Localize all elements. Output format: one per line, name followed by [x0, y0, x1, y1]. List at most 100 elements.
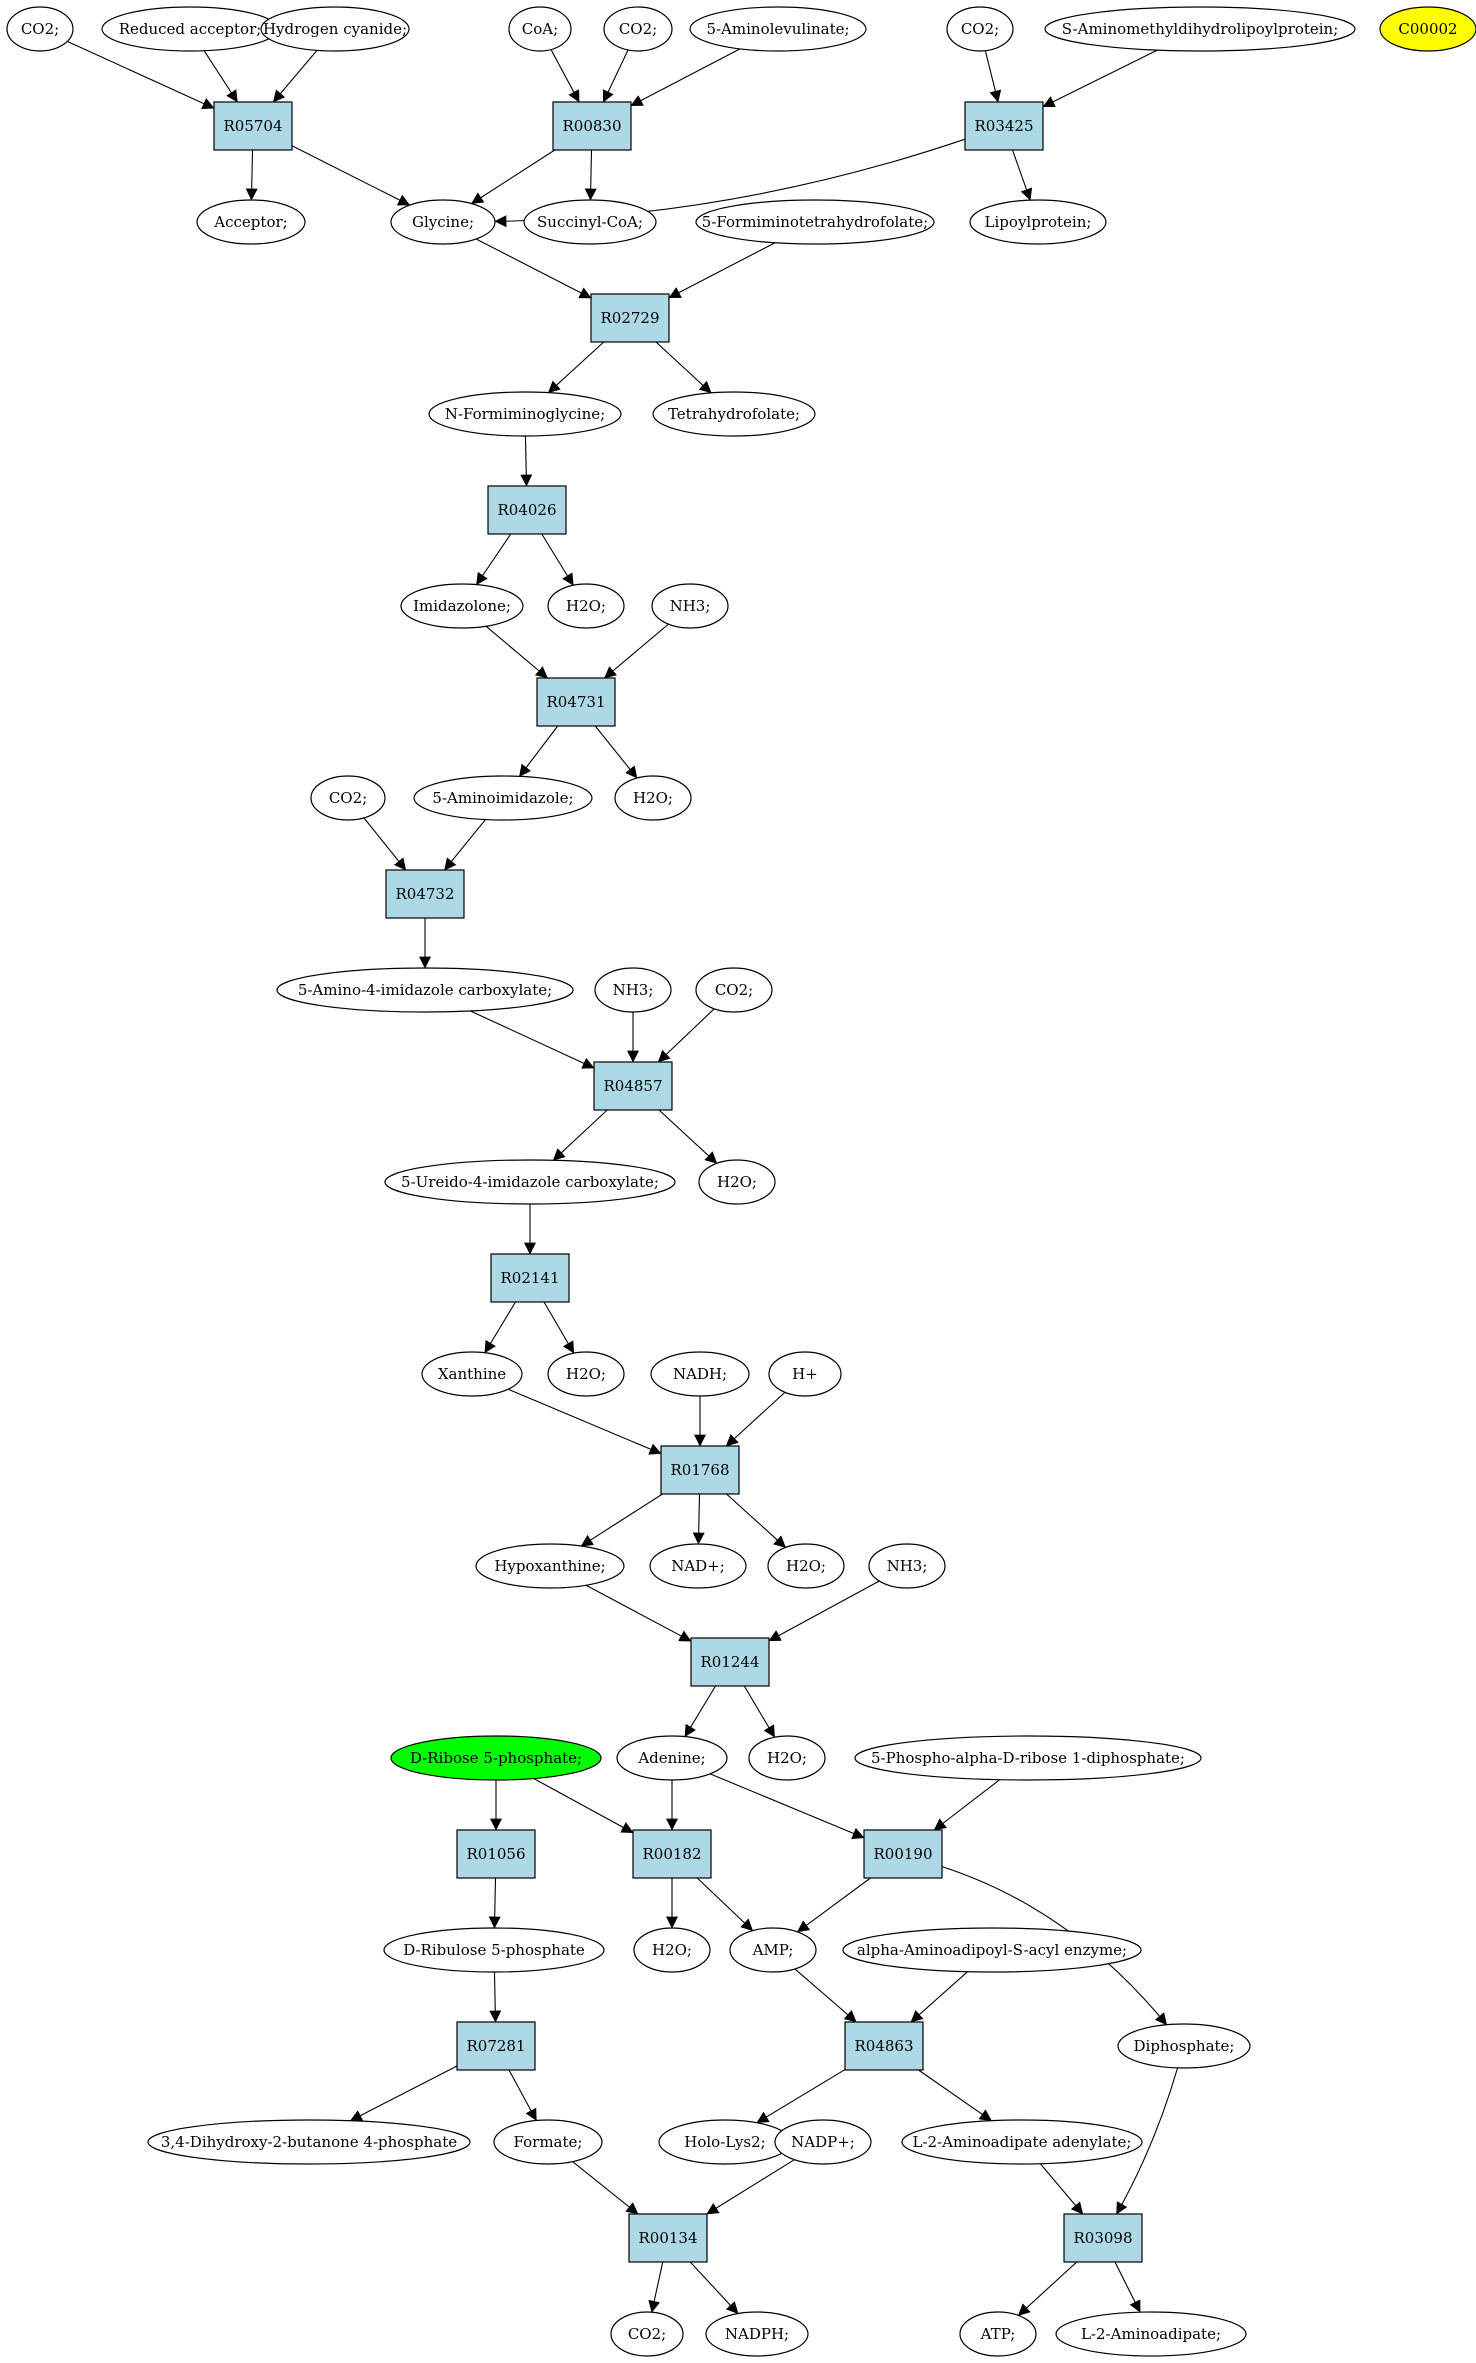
compound-node-nh3-b[interactable]: NH3; [594, 967, 672, 1013]
edge-R04026-to-h2o_a [541, 533, 574, 586]
compound-node-succoa[interactable]: Succinyl-CoA; [523, 199, 657, 245]
compound-ellipse [959, 2311, 1037, 2357]
reaction-node-r00830[interactable]: R00830 [552, 101, 632, 151]
node-label: D-Ribose 5-phosphate; [410, 1749, 582, 1767]
node-label: R03425 [974, 117, 1033, 135]
compound-node-atp[interactable]: ATP; [959, 2311, 1037, 2357]
compound-ellipse [610, 2311, 684, 2357]
reaction-node-r00182[interactable]: R00182 [632, 1829, 712, 1879]
compound-ellipse [651, 583, 729, 629]
compound-node-h2o-f[interactable]: H2O; [748, 1735, 826, 1781]
compound-node-imid[interactable]: Imidazolone; [400, 583, 524, 629]
compound-node-nadph[interactable]: NADPH; [705, 2311, 809, 2357]
reaction-box [385, 869, 465, 919]
compound-node-l2aa[interactable]: L-2-Aminoadipate; [1055, 2311, 1247, 2357]
compound-node-h2o-d[interactable]: H2O; [547, 1351, 625, 1397]
node-label: R04732 [395, 885, 454, 903]
compound-node-hcn[interactable]: Hydrogen cyanide; [260, 6, 410, 52]
compound-node-co2-f[interactable]: CO2; [610, 2311, 684, 2357]
compound-node-h2o-c[interactable]: H2O; [698, 1159, 776, 1205]
compound-node-formate[interactable]: Formate; [493, 2119, 603, 2165]
reaction-box [628, 2213, 708, 2263]
reaction-node-r02141[interactable]: R02141 [490, 1253, 570, 1303]
compound-node-fthf[interactable]: 5-Formiminotetrahydrofolate; [695, 199, 935, 245]
edge-R04731-to-aimid [519, 725, 559, 777]
reaction-node-r07281[interactable]: R07281 [456, 2021, 536, 2071]
compound-ellipse [1379, 6, 1476, 52]
compound-node-acceptor[interactable]: Acceptor; [196, 199, 306, 245]
compound-node-nadpp[interactable]: NADP+; [774, 2119, 872, 2165]
compound-ellipse [523, 199, 657, 245]
compound-node-diphos[interactable]: Diphosphate; [1117, 2023, 1251, 2069]
reaction-node-r03425[interactable]: R03425 [964, 101, 1044, 151]
compound-ellipse [698, 1159, 776, 1205]
compound-node-aimid[interactable]: 5-Aminoimidazole; [413, 775, 593, 821]
compound-node-hplus[interactable]: H+ [768, 1351, 842, 1397]
compound-node-lipoyl[interactable]: Lipoylprotein; [969, 199, 1107, 245]
compound-node-nfg[interactable]: N-Formiminoglycine; [428, 391, 622, 437]
compound-node-c00002[interactable]: C00002 [1379, 6, 1476, 52]
reaction-node-r01244[interactable]: R01244 [690, 1637, 770, 1687]
reaction-node-r04026[interactable]: R04026 [487, 485, 567, 535]
compound-node-nadp-ox[interactable]: NAD+; [649, 1543, 747, 1589]
compound-node-hololys[interactable]: Holo-Lys2; [658, 2119, 792, 2165]
compound-node-adenine[interactable]: Adenine; [616, 1735, 728, 1781]
compound-node-dhbp[interactable]: 3,4-Dihydroxy-2-butanone 4-phosphate [147, 2119, 471, 2165]
edge-R00830-to-succoa [584, 149, 597, 201]
compound-node-amp[interactable]: AMP; [729, 1927, 817, 1973]
compound-node-co2-d[interactable]: CO2; [310, 775, 386, 821]
edge-R04857-to-h2o_c [658, 1109, 718, 1164]
compound-node-r5p[interactable]: D-Ribose 5-phosphate; [390, 1735, 602, 1781]
compound-node-samdl[interactable]: S-Aminomethyldihydrolipoylprotein; [1044, 6, 1356, 52]
compound-ellipse [400, 583, 524, 629]
compound-node-uica[interactable]: 5-Ureido-4-imidazole carboxylate; [384, 1159, 676, 1205]
node-label: 5-Formiminotetrahydrofolate; [702, 213, 928, 231]
reaction-node-r00190[interactable]: R00190 [863, 1829, 943, 1879]
compound-node-co2-a[interactable]: CO2; [6, 6, 74, 52]
compound-node-prpp[interactable]: 5-Phospho-alpha-D-ribose 1-diphosphate; [854, 1735, 1202, 1781]
compound-node-co2-b[interactable]: CO2; [603, 6, 673, 52]
compound-node-h2o-a[interactable]: H2O; [547, 583, 625, 629]
compound-node-co2-c[interactable]: CO2; [946, 6, 1014, 52]
compound-node-aica[interactable]: 5-Amino-4-imidazole carboxylate; [276, 967, 574, 1013]
compound-node-nh3-a[interactable]: NH3; [651, 583, 729, 629]
compound-node-thf[interactable]: Tetrahydrofolate; [652, 391, 816, 437]
edge-imid-to-R04731 [485, 625, 548, 679]
compound-node-glycine[interactable]: Glycine; [390, 199, 496, 245]
reaction-node-r04863[interactable]: R04863 [844, 2021, 924, 2071]
compound-ellipse [616, 1735, 728, 1781]
reaction-node-r05704[interactable]: R05704 [213, 101, 293, 151]
compound-node-nh3-c[interactable]: NH3; [868, 1543, 946, 1589]
reaction-node-r03098[interactable]: R03098 [1063, 2213, 1143, 2263]
node-label: AMP; [752, 1941, 794, 1959]
reaction-box [552, 101, 632, 151]
compound-ellipse [842, 1927, 1142, 1973]
compound-node-xanthine[interactable]: Xanthine [421, 1351, 523, 1397]
reaction-node-r04857[interactable]: R04857 [593, 1061, 673, 1111]
compound-node-ala[interactable]: 5-Aminolevulinate; [689, 6, 867, 52]
compound-ellipse [413, 775, 593, 821]
edge-adenine-to-R00190 [709, 1773, 865, 1839]
compound-node-redacc[interactable]: Reduced acceptor; [101, 6, 279, 52]
reaction-node-r04732[interactable]: R04732 [385, 869, 465, 919]
compound-node-l2aade[interactable]: L-2-Aminoadipate adenylate; [901, 2119, 1143, 2165]
compound-node-nadh[interactable]: NADH; [650, 1351, 750, 1397]
compound-node-h2o-g[interactable]: H2O; [633, 1927, 711, 1973]
reaction-node-r04731[interactable]: R04731 [536, 677, 616, 727]
edge-R01244-to-h2o_f [743, 1685, 776, 1738]
compound-node-h2o-e[interactable]: H2O; [767, 1543, 845, 1589]
reaction-node-r01056[interactable]: R01056 [456, 1829, 536, 1879]
node-label: Imidazolone; [413, 597, 511, 615]
node-label: NH3; [613, 981, 654, 999]
reaction-node-r02729[interactable]: R02729 [590, 293, 670, 343]
reaction-node-r01768[interactable]: R01768 [660, 1445, 740, 1495]
compound-node-ru5p[interactable]: D-Ribulose 5-phosphate [383, 1927, 605, 1973]
compound-node-hypox[interactable]: Hypoxanthine; [475, 1543, 625, 1589]
compound-ellipse [547, 1351, 625, 1397]
reaction-node-r00134[interactable]: R00134 [628, 2213, 708, 2263]
compound-node-co2-e[interactable]: CO2; [695, 967, 773, 1013]
compound-node-coa[interactable]: CoA; [508, 6, 572, 52]
compound-node-aasae[interactable]: alpha-Aminoadipoyl-S-acyl enzyme; [842, 1927, 1142, 1973]
node-label: R00134 [638, 2229, 697, 2247]
compound-node-h2o-b[interactable]: H2O; [614, 775, 692, 821]
